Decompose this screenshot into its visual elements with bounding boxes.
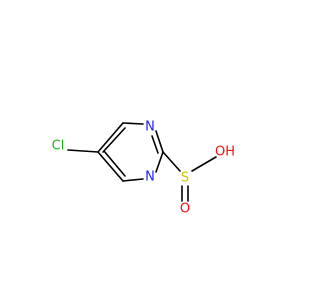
atom-chlorine: Cl — [52, 139, 65, 154]
bond-n1-c2-inner — [151, 135, 159, 154]
bond-c-cl — [67, 149, 99, 153]
bond-n1-c2 — [155, 130, 164, 153]
molecule-canvas: Cl N N S OH O — [51, 119, 236, 217]
bond-group — [67, 122, 217, 202]
atom-nitrogen-top: N — [145, 120, 155, 135]
bond-s-oh — [191, 156, 217, 172]
atom-oxygen: O — [180, 202, 190, 217]
atom-sulfur: S — [181, 171, 189, 186]
bond-c2-s — [162, 151, 181, 172]
bond-c4-c5 — [97, 151, 124, 182]
atom-hydroxyl: OH — [215, 145, 235, 160]
bond-c5-c6-inner — [102, 127, 126, 153]
atom-label-group: Cl N N S OH O — [52, 120, 235, 217]
molecule-structure: Cl N N S OH O — [52, 120, 235, 217]
atom-nitrogen-bottom: N — [145, 170, 155, 185]
bond-c5-c6 — [97, 122, 124, 153]
bond-c4-c5-inner — [103, 150, 126, 177]
bond-n3-c4 — [122, 178, 144, 182]
bond-c2-n3 — [155, 151, 164, 173]
bond-c6-n1 — [122, 122, 144, 125]
